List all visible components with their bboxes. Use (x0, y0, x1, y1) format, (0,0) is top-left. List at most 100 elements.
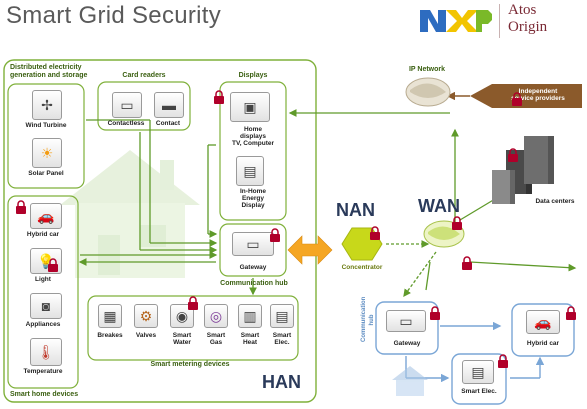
house-illustration (60, 150, 200, 278)
card-readers-box (97, 81, 191, 131)
wan-hybrid-car-label: Hybrid car (526, 340, 560, 347)
contact-device[interactable]: ▬ (154, 92, 184, 118)
home-display-device[interactable]: ▣ (230, 92, 270, 122)
card-reader-icon: ▭ (120, 96, 134, 113)
wan-hybrid-car-device[interactable]: 🚗 (526, 310, 560, 334)
card-readers-title: Card readers (122, 72, 166, 79)
lock-icon (430, 306, 440, 320)
gas-meter-icon: ◎ (209, 307, 223, 324)
orange-double-arrow (287, 235, 333, 265)
lock-icon (498, 354, 508, 368)
wind-turbine-label: Wind Turbine (25, 122, 67, 129)
ip-network-globe (405, 77, 451, 107)
car-icon: 🚗 (37, 207, 55, 224)
smart-heat-label: Smart Heat (232, 332, 268, 346)
electric-meter-icon: ▤ (471, 363, 485, 380)
appliances-device[interactable]: ◙ (30, 293, 62, 319)
smart-water-line2: Water (173, 339, 191, 346)
smart-water-label: Smart Water (164, 332, 200, 346)
home-displays-line2: displays (239, 133, 266, 140)
data-centers-label: Data centers (535, 198, 575, 205)
atos-origin-logo: Atos Origin (508, 2, 584, 36)
wan-gateway-label: Gateway (393, 340, 421, 347)
card-reader-icon: ▬ (162, 97, 176, 113)
smart-elec-label: Smart Elec. (264, 332, 300, 346)
energy-display-line3: Display (241, 202, 265, 209)
smart-water-line1: Smart (172, 332, 192, 339)
wan-smart-elec-label: Smart Elec. (461, 388, 497, 395)
gateway-box (219, 223, 287, 277)
metering-box (87, 295, 299, 361)
data-center-servers (492, 136, 554, 204)
energy-display-line1: In-Home (240, 188, 266, 195)
lock-icon (48, 258, 58, 272)
handheld-display-icon: ▤ (243, 162, 257, 179)
meter-gauge-icon: ◉ (175, 307, 189, 324)
hybrid-car-device[interactable]: 🚗 (30, 203, 62, 229)
smart-home-title: Smart home devices (10, 391, 79, 398)
smart-gas-device[interactable]: ◎ (204, 304, 228, 328)
atos-logo-line2: Origin (508, 19, 548, 35)
wind-turbine-icon: ✢ (41, 96, 53, 113)
lock-icon (270, 228, 280, 242)
nxp-logo (420, 10, 492, 32)
washing-machine-icon: ◙ (41, 298, 51, 314)
wind-turbine-device[interactable]: ✢ (32, 90, 62, 120)
contact-label: Contact (155, 120, 181, 127)
smart-elec-line1: Smart (272, 332, 292, 339)
energy-display-line2: Energy (241, 195, 265, 202)
smart-heat-line1: Smart (240, 332, 260, 339)
lock-icon (512, 92, 522, 106)
service-providers-line2: service providers (511, 95, 565, 102)
displays-title: Displays (238, 72, 268, 79)
smart-gas-label: Smart Gas (198, 332, 234, 346)
lock-icon (16, 200, 26, 214)
wan-smart-elec-device[interactable]: ▤ (462, 360, 494, 384)
gateway-device[interactable]: ▭ (232, 232, 274, 256)
smart-elec-line2: Elec. (274, 339, 290, 346)
distributed-box (7, 83, 85, 189)
router-icon: ▭ (246, 235, 260, 252)
home-displays-line3: TV, Computer (231, 140, 274, 147)
wan-gateway-device[interactable]: ▭ (386, 310, 426, 332)
smart-heat-device[interactable]: ▥ (238, 304, 262, 328)
logo-divider (499, 4, 500, 38)
breakes-device[interactable]: ▦ (98, 304, 122, 328)
displays-box (219, 81, 287, 221)
lock-icon (462, 256, 472, 270)
breakes-label: Breakes (97, 332, 123, 339)
smart-metering-title: Smart metering devices (150, 361, 230, 368)
energy-display-device[interactable]: ▤ (236, 156, 264, 186)
solar-panel-label: Solar Panel (28, 170, 64, 177)
wan-label: WAN (418, 196, 460, 216)
distributed-title: Distributed electricity generation and s… (10, 64, 88, 79)
lock-icon (370, 226, 380, 240)
energy-display-label: In-Home Energy Display (222, 188, 284, 209)
smart-gas-line2: Gas (209, 339, 223, 346)
contactless-device[interactable]: ▭ (112, 92, 142, 118)
contactless-label: Contactless (107, 120, 145, 127)
smart-elec-device[interactable]: ▤ (270, 304, 294, 328)
router-icon: ▭ (399, 312, 413, 329)
temperature-device[interactable]: 🌡 (30, 338, 62, 366)
lock-icon (566, 306, 576, 320)
lock-icon (188, 296, 198, 310)
solar-panel-device[interactable]: ☀ (32, 138, 62, 168)
nan-label: NAN (336, 200, 375, 220)
home-displays-label: Home displays TV, Computer (222, 126, 284, 147)
thermometer-icon: 🌡 (37, 343, 55, 360)
sun-icon: ☀ (40, 144, 54, 161)
gateway-label: Gateway (239, 264, 267, 271)
heat-meter-icon: ▥ (243, 307, 257, 324)
comm-hub-vertical-title: Communication hub (361, 296, 375, 342)
smart-home-box (7, 195, 79, 389)
service-providers-line1: Independent (518, 88, 558, 95)
hybrid-car-label: Hybrid car (26, 231, 60, 238)
concentrator-label: Concentrator (341, 264, 383, 271)
lock-icon (214, 90, 224, 104)
page-title: Smart Grid Security (6, 2, 222, 29)
smart-gas-line1: Smart (206, 332, 226, 339)
valve-icon: ⚙ (139, 307, 153, 324)
valves-device[interactable]: ⚙ (134, 304, 158, 328)
